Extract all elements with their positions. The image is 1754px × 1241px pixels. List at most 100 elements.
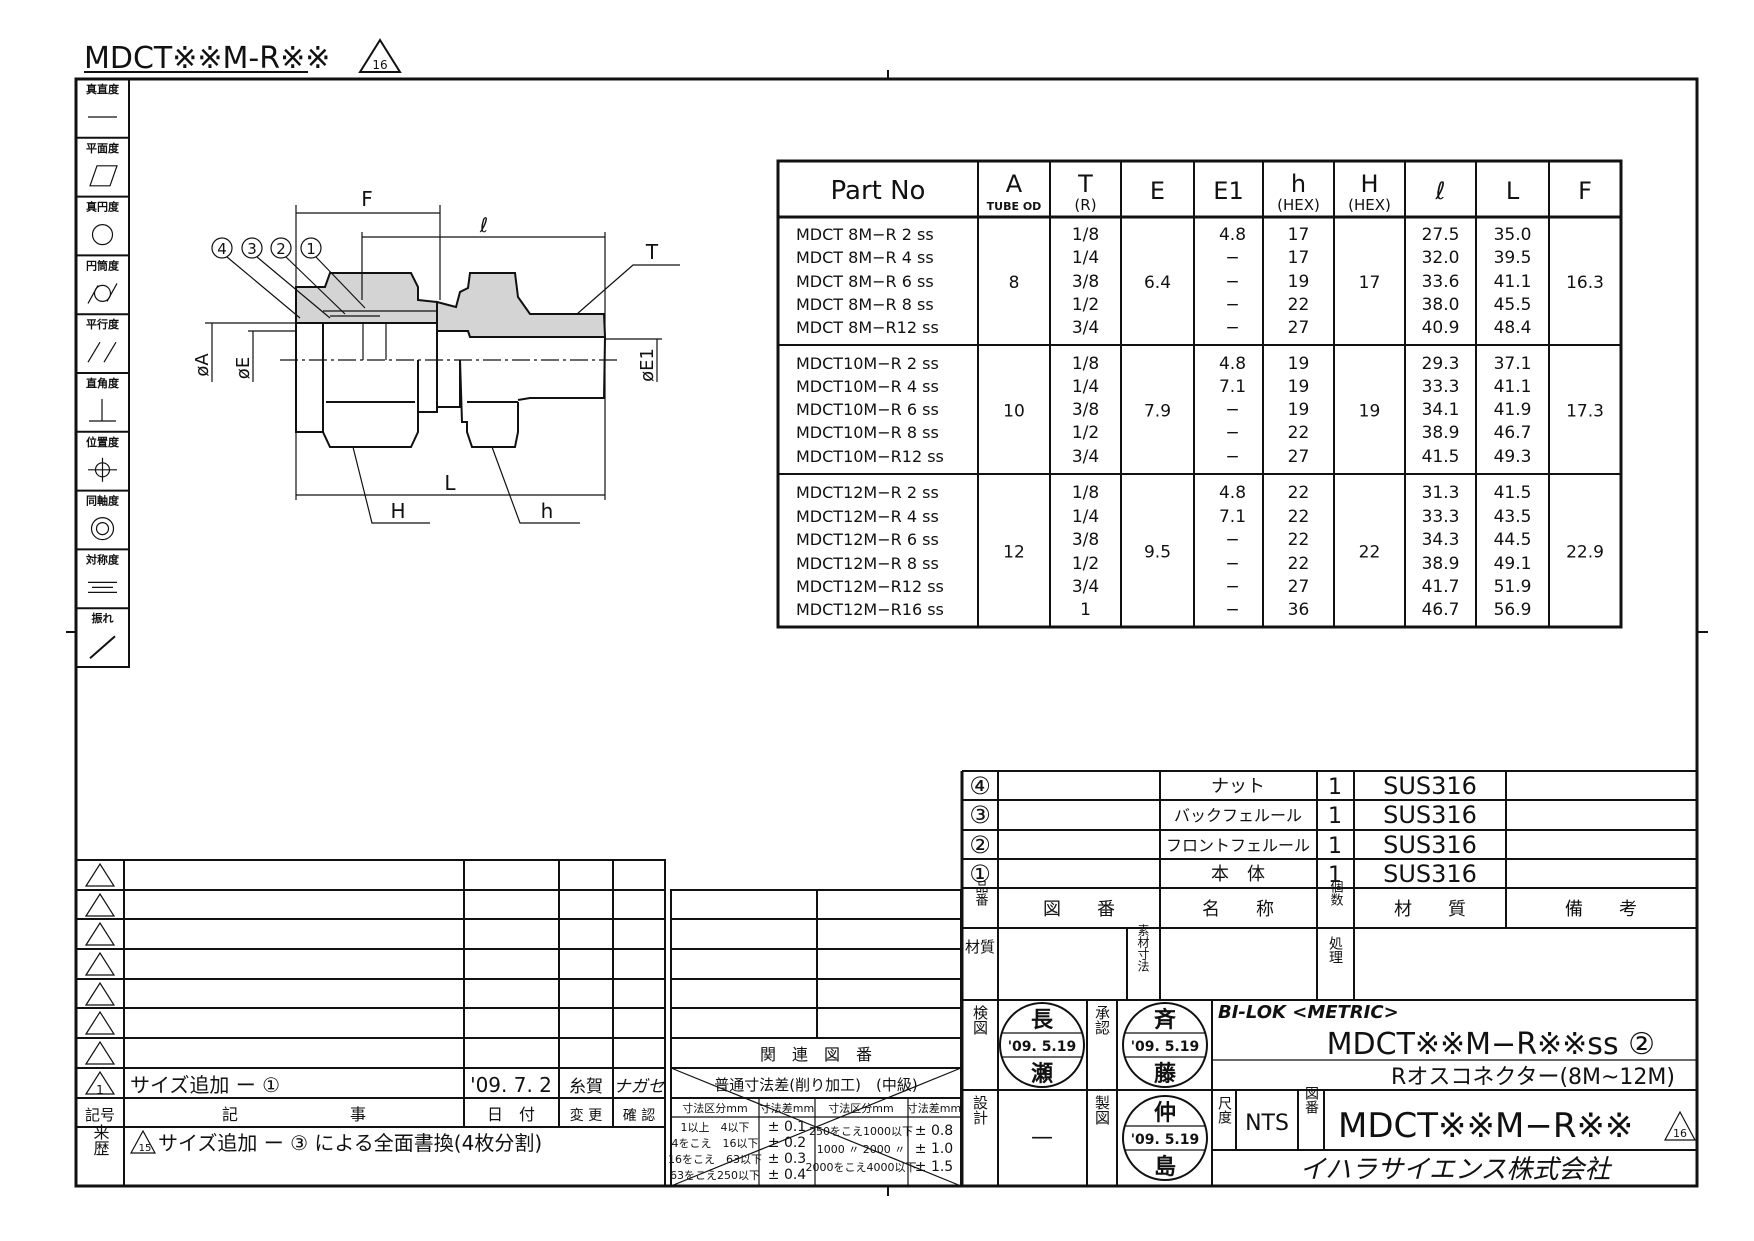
stamp-name-bottom: 藤	[1154, 1061, 1177, 1087]
concentricity-icon	[90, 516, 115, 541]
spec-header-cell: L	[1506, 177, 1520, 205]
revision-triangle-icon	[84, 1040, 116, 1065]
E1-value: −	[1225, 318, 1239, 338]
stamp-date: '09. 5.19	[1131, 1132, 1200, 1148]
l-value: 29.3	[1422, 354, 1460, 374]
header-item-number: 品番	[973, 880, 989, 907]
spec-header-cell: ℓ	[1435, 177, 1446, 205]
treatment-label: 処理	[1327, 936, 1343, 964]
spec-header-cell: T(R)	[1074, 170, 1096, 214]
part-number: MDCT 8M−R 8 ss	[796, 295, 934, 314]
E1-value: −	[1225, 554, 1239, 574]
L-value: 35.0	[1494, 225, 1532, 245]
L-value: 41.1	[1494, 377, 1532, 397]
E1-value: 7.1	[1219, 507, 1246, 527]
tube-od-value: 10	[1003, 402, 1025, 422]
L-value: 41.9	[1494, 400, 1532, 420]
L-value: 39.5	[1494, 248, 1532, 268]
cylindricity-icon	[87, 283, 118, 304]
spec-header-label: E1	[1213, 177, 1243, 205]
tolerance-value: ± 0.4	[768, 1167, 807, 1183]
tolerance-range: 1000 〃 2000 〃	[817, 1143, 905, 1156]
E1-value: 4.8	[1219, 354, 1246, 374]
L-value: 41.1	[1494, 272, 1532, 292]
thread-size: 1/4	[1072, 248, 1099, 268]
quantity: 1	[1328, 804, 1342, 829]
revision-triangle-icon	[358, 38, 402, 73]
spec-header-cell: E1	[1213, 177, 1243, 205]
h-hex-value: 22	[1288, 483, 1310, 503]
F-value: 17.3	[1566, 402, 1604, 422]
revision-mark: 16	[372, 58, 387, 72]
tolerance-header: 寸法区分mm	[682, 1101, 747, 1115]
tolerance-range: 4をこえ 16以下	[672, 1137, 759, 1150]
l-value: 27.5	[1422, 225, 1460, 245]
history-mark: 15	[139, 1143, 152, 1154]
item-number: ③	[969, 801, 991, 829]
h-hex-value: 19	[1288, 272, 1310, 292]
E-value: 9.5	[1144, 543, 1171, 563]
thread-size: 3/4	[1072, 318, 1099, 338]
history-text: サイズ追加 ー ③ による全面書換(4枚分割)	[158, 1131, 542, 1155]
gdt-label: 真円度	[86, 200, 120, 214]
revision-triangle-icon	[84, 921, 116, 946]
approval-stamp: 長'09. 5.19瀬	[999, 1002, 1085, 1088]
balloon-number: 1	[306, 240, 316, 258]
part-number: MDCT12M−R 6 ss	[796, 530, 939, 549]
E-value: 6.4	[1144, 273, 1171, 293]
header-material: 材 質	[1394, 899, 1466, 920]
balloon-number: 2	[276, 240, 286, 258]
L-value: 43.5	[1494, 507, 1532, 527]
spec-header-cell: Part No	[831, 176, 926, 206]
thread-size: 1/8	[1072, 483, 1099, 503]
h-hex-value: 36	[1288, 600, 1310, 620]
approval-stamp: 仲'09. 5.19島	[1122, 1095, 1208, 1181]
symmetry-icon	[88, 581, 117, 594]
gdt-label: 位置度	[86, 435, 120, 449]
part-number: MDCT10M−R 2 ss	[796, 354, 939, 373]
L-value: 44.5	[1494, 530, 1532, 550]
tolerance-range: 250をこえ1000以下	[809, 1125, 913, 1138]
L-value: 46.7	[1494, 423, 1532, 443]
header-drawing-number: 図 番	[1043, 899, 1115, 920]
stamp-date: '09. 5.19	[1008, 1039, 1077, 1055]
F-value: 22.9	[1566, 543, 1604, 563]
E1-value: −	[1225, 295, 1239, 315]
part-balloon-2: 2	[270, 237, 346, 315]
item-number: ①	[969, 860, 991, 888]
stamp-name-top: 斉	[1154, 1007, 1176, 1033]
h-hex-value: 17	[1288, 248, 1310, 268]
design-value: —	[1031, 1125, 1053, 1150]
H-hex-value: 17	[1359, 273, 1381, 293]
dim-L-label: L	[444, 471, 456, 495]
part-number: MDCT10M−R12 ss	[796, 447, 944, 466]
tolerance-header: 寸法区分mm	[828, 1101, 893, 1115]
tolerance-range: 2000をこえ4000以下	[806, 1161, 917, 1174]
drawing-no-label: 図番	[1303, 1086, 1319, 1114]
L-value: 48.4	[1494, 318, 1532, 338]
l-value: 34.3	[1422, 530, 1460, 550]
L-value: 56.9	[1494, 600, 1532, 620]
spec-header-label: H	[1360, 170, 1378, 198]
gdt-label: 平行度	[86, 317, 120, 331]
company-name: イハラサイエンス株式会社	[1300, 1155, 1613, 1185]
header-name: 名 称	[1202, 899, 1274, 920]
spec-header-label: A	[1006, 170, 1023, 198]
material: SUS316	[1383, 772, 1477, 800]
history-label: 来歴	[91, 1124, 110, 1156]
sheet-title-code: MDCT※※M-R※※	[84, 41, 330, 76]
spec-header-label: T	[1077, 170, 1093, 198]
h-hex-value: 19	[1288, 400, 1310, 420]
dim-F-label: F	[361, 187, 373, 211]
dim-H-label: H	[390, 499, 405, 523]
h-hex-value: 19	[1288, 354, 1310, 374]
